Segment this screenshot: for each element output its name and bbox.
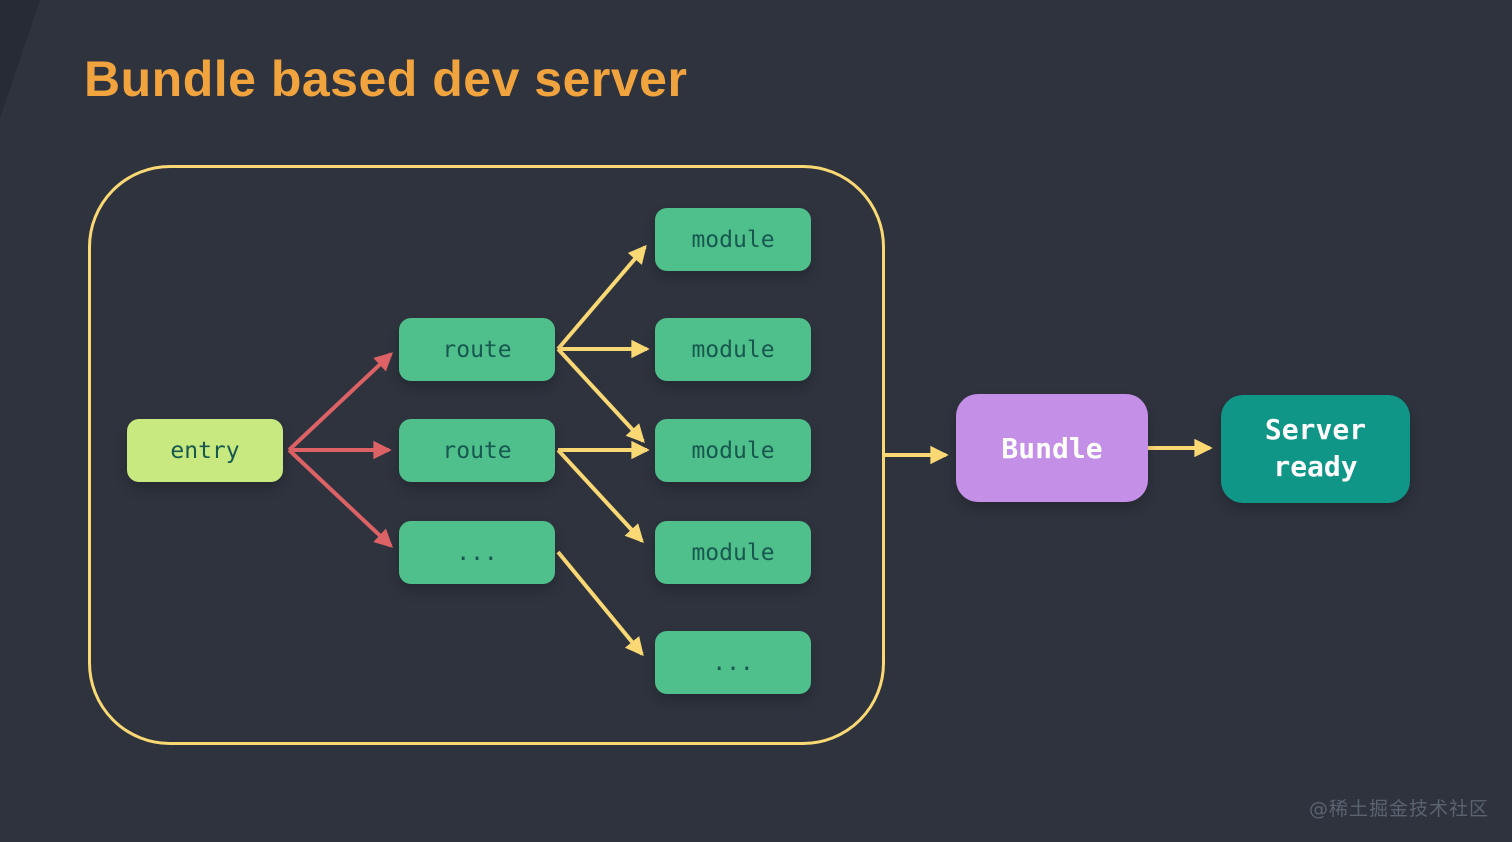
node-module-ellipsis-label: ...: [712, 649, 754, 676]
node-module-4-label: module: [691, 539, 775, 566]
node-module-3: module: [655, 419, 811, 482]
node-bundle-label: Bundle: [1001, 431, 1103, 465]
node-module-ellipsis: ...: [655, 631, 811, 694]
watermark: @稀土掘金技术社区: [1308, 798, 1489, 820]
node-route-1-label: route: [442, 336, 512, 363]
node-entry: entry: [127, 419, 283, 482]
node-entry-label: entry: [170, 437, 240, 464]
node-module-1-label: module: [691, 226, 775, 253]
node-bundle: Bundle: [956, 394, 1148, 502]
page-title: Bundle based dev server: [84, 51, 688, 107]
node-route-2: route: [399, 419, 555, 482]
dev-server-boundary: [88, 165, 885, 745]
node-module-4: module: [655, 521, 811, 584]
node-server-ready: Server ready: [1221, 395, 1410, 503]
node-route-ellipsis-label: ...: [456, 539, 498, 566]
node-route-2-label: route: [442, 437, 512, 464]
corner-decoration: [0, 0, 40, 118]
node-module-2-label: module: [691, 336, 775, 363]
node-module-2: module: [655, 318, 811, 381]
node-server-ready-label: Server ready: [1264, 413, 1367, 483]
node-route-ellipsis: ...: [399, 521, 555, 584]
node-route-1: route: [399, 318, 555, 381]
node-module-3-label: module: [691, 437, 775, 464]
node-module-1: module: [655, 208, 811, 271]
